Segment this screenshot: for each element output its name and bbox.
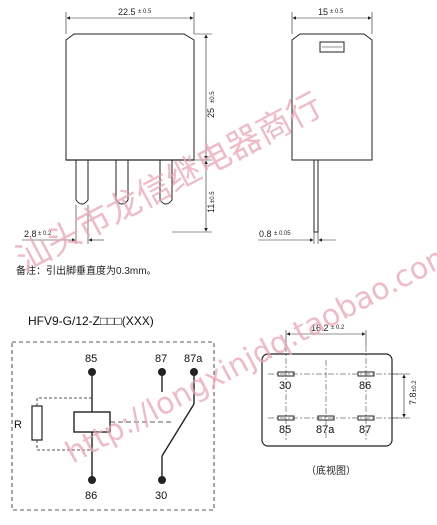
terminal-85: 85 [85, 353, 97, 365]
pin-label-86: 86 [359, 380, 371, 392]
terminal-86: 86 [85, 490, 97, 502]
side-view [258, 12, 373, 244]
pin-length-tol: ±0.5 [210, 191, 216, 203]
terminal-87: 87 [155, 353, 167, 365]
depth-dim: 15 [318, 7, 328, 17]
pin-spacing-x-dim: 16.2 [311, 323, 329, 333]
pin-spacing-y-dim: 7.8 [408, 392, 418, 405]
pin-label-87: 87 [359, 424, 371, 436]
pin-width-tol: ± 0.2 [38, 231, 52, 237]
terminal-30: 30 [155, 490, 167, 502]
coil-label: R [14, 419, 22, 431]
depth-tol: ± 0.5 [330, 9, 344, 15]
pin-width-dim: 2.8 [24, 229, 37, 239]
pin-thickness-dim: 0.8 [259, 229, 272, 239]
height-dim: 25 [206, 108, 216, 118]
terminal-87a: 87a [184, 353, 203, 365]
width-dim: 22.5 [118, 7, 136, 17]
pin-thickness-tol: ± 0.05 [274, 231, 291, 237]
pin-label-87a: 87a [316, 424, 335, 436]
width-tol: ± 0.5 [138, 9, 152, 15]
perpendicularity-note: 备注：引出脚垂直度为0.3mm。 [16, 266, 157, 277]
pin-spacing-x-tol: ± 0.2 [331, 325, 345, 331]
pin-label-85: 85 [279, 424, 291, 436]
model-number: HFV9-G/12-Z□□□(XXX) [28, 314, 154, 328]
front-view [22, 12, 212, 244]
height-tol: ±0.5 [210, 91, 216, 103]
pin-length-dim: 11 [206, 204, 216, 213]
bottom-view [261, 330, 410, 447]
pin-label-30: 30 [279, 380, 291, 392]
schematic [11, 341, 215, 511]
pin-spacing-y-tol: ±0.2 [412, 380, 418, 392]
bottom-view-caption: （底视图） [306, 466, 356, 477]
